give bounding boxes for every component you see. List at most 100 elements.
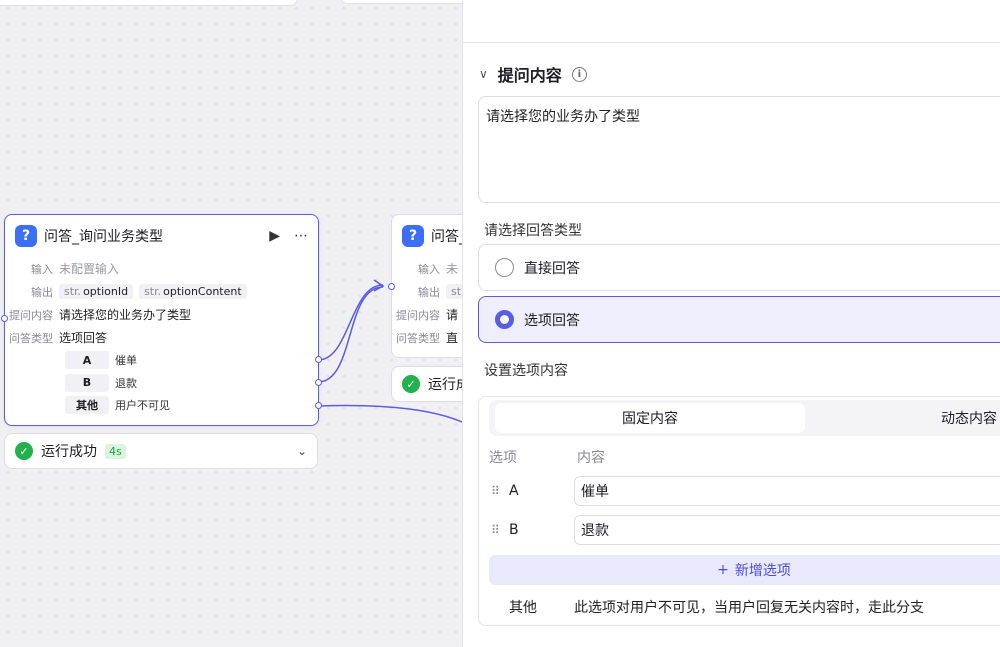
check-circle-icon: ✓ [402, 375, 420, 393]
panel-divider [463, 42, 1000, 43]
node-output-row: 输出 st [392, 280, 462, 303]
config-panel: ∨ 提问内容 i 请选择您的业务办了类型 请选择回答类型 直接回答 选项回答 设… [462, 0, 1000, 647]
content-type-tabs: 固定内容 动态内容 [489, 400, 1000, 436]
node-answer-type-row: 问答类型 选项回答 [5, 326, 318, 349]
radio-direct-answer[interactable]: 直接回答 [478, 244, 1000, 291]
question-value: 请 [446, 308, 459, 322]
chevron-down-icon[interactable]: ∨ [479, 67, 488, 81]
node-ask-second[interactable]: ? 问答_ 输入 未 输出 st 提问内容 请 问答类型 直 [388, 214, 462, 358]
node-header: ? 问答_ [392, 215, 462, 257]
node-input-row: 输入 未配置输入 [5, 257, 318, 280]
drag-handle-icon[interactable]: ⠿ [491, 523, 500, 537]
run-status-node1[interactable]: ✓ 运行成功 4s ⌄ [4, 433, 318, 469]
radio-label: 直接回答 [524, 260, 580, 277]
answer-type-label: 问答类型 [396, 331, 440, 345]
option-key: A [509, 483, 519, 499]
column-content: 内容 [577, 450, 605, 466]
output-port-b[interactable] [315, 379, 322, 386]
other-option-description: 此选项对用户不可见，当用户回复无关内容时，走此分支 [574, 600, 924, 616]
edge-arrow [373, 279, 385, 292]
options-editor: 固定内容 动态内容 选项 内容 ⠿ A 催单 ⠿ B 退款 + 新增选项 其他 … [478, 396, 1000, 626]
drag-handle-icon[interactable]: ⠿ [491, 484, 500, 498]
node-ask-business-type[interactable]: ? 问答_询问业务类型 ▶ ⋯ 输入 未配置输入 输出 str.optionId… [1, 214, 322, 426]
question-label: 提问内容 [9, 308, 53, 322]
radio-icon[interactable] [495, 258, 514, 277]
node-header: ? 问答_询问业务类型 ▶ ⋯ [5, 215, 318, 257]
workflow-canvas[interactable]: ? 问答_询问业务类型 ▶ ⋯ 输入 未配置输入 输出 str.optionId… [0, 0, 462, 647]
node-answer-type-row: 问答类型 直 [392, 326, 462, 349]
output-name: optionContent [163, 285, 242, 298]
node-question-row: 提问内容 请 [392, 303, 462, 326]
question-value: 请选择您的业务办了类型 [59, 308, 192, 322]
node-option-a: A 催单 [5, 349, 318, 372]
option-row-a: ⠿ A 催单 [479, 476, 1000, 506]
node-stub-top-middle [340, 0, 462, 4]
chevron-down-icon[interactable]: ⌄ [296, 444, 307, 458]
option-content-input[interactable]: 催单 [574, 476, 1000, 506]
output-port-a[interactable] [315, 356, 322, 363]
input-label: 输入 [31, 262, 53, 276]
prompt-textarea[interactable]: 请选择您的业务办了类型 [478, 96, 1000, 203]
more-icon[interactable]: ⋯ [294, 228, 308, 244]
node-title: 问答_询问业务类型 [44, 229, 163, 245]
input-value: 未配置输入 [59, 262, 120, 276]
question-icon: ? [402, 225, 424, 247]
output-port-other[interactable] [315, 402, 322, 409]
column-option: 选项 [489, 450, 517, 466]
answer-type-label: 问答类型 [9, 331, 53, 345]
section-title: 提问内容 [497, 66, 562, 85]
output-tag: st [446, 284, 462, 299]
option-text: 催单 [115, 354, 137, 368]
run-status-node2[interactable]: ✓ 运行成 [391, 366, 462, 402]
tab-dynamic-content[interactable]: 动态内容 [941, 411, 997, 427]
output-name: optionId [83, 285, 129, 298]
option-key: B [65, 373, 109, 392]
radio-selected-icon[interactable] [495, 310, 514, 329]
option-row-b: ⠿ B 退款 [479, 515, 1000, 545]
option-content-input[interactable]: 退款 [574, 515, 1000, 545]
option-key: A [65, 351, 109, 370]
check-circle-icon: ✓ [15, 442, 33, 460]
status-text: 运行成 [428, 377, 462, 393]
radio-label: 选项回答 [524, 312, 580, 329]
option-text: 退款 [115, 376, 137, 390]
edge-b-to-node2 [317, 286, 384, 383]
node-option-b: B 退款 [5, 372, 318, 395]
radio-option-answer[interactable]: 选项回答 [478, 296, 1000, 343]
node-option-other: 其他 用户不可见 [5, 394, 318, 417]
other-option-key: 其他 [509, 600, 537, 616]
option-key: 其他 [65, 396, 109, 415]
output-label: 输出 [418, 285, 440, 299]
edge-a-to-node2 [317, 284, 384, 361]
node-question-row: 提问内容 请选择您的业务办了类型 [5, 303, 318, 326]
node-stub-top-left [0, 0, 298, 6]
node-input-row: 输入 未 [392, 257, 462, 280]
input-port[interactable] [388, 283, 395, 290]
output-type: st [451, 285, 462, 298]
answer-type-value: 直 [446, 331, 459, 345]
duration-badge: 4s [105, 443, 126, 459]
output-label: 输出 [31, 285, 53, 299]
status-text: 运行成功 [41, 444, 97, 460]
node-output-row: 输出 str.optionId str.optionContent [5, 280, 318, 303]
edge-other [317, 404, 462, 423]
play-icon[interactable]: ▶ [269, 228, 280, 244]
input-label: 输入 [418, 262, 440, 276]
option-key: B [509, 522, 519, 538]
add-option-label: 新增选项 [734, 563, 791, 579]
question-icon: ? [15, 225, 37, 247]
answer-type-value: 选项回答 [59, 331, 108, 345]
section-header-question[interactable]: ∨ 提问内容 i [479, 62, 587, 86]
output-tag: str.optionContent [139, 284, 247, 299]
tab-fixed-content[interactable]: 固定内容 [495, 403, 805, 433]
question-label: 提问内容 [396, 308, 440, 322]
info-icon[interactable]: i [571, 66, 587, 82]
add-option-button[interactable]: + 新增选项 [489, 555, 1000, 585]
input-value: 未 [446, 262, 459, 276]
options-label: 设置选项内容 [484, 363, 568, 379]
input-port[interactable] [1, 315, 8, 322]
node-title: 问答_ [431, 229, 462, 245]
output-tag: str.optionId [59, 284, 134, 299]
answer-type-label: 请选择回答类型 [484, 223, 582, 239]
option-text: 用户不可见 [115, 399, 170, 413]
